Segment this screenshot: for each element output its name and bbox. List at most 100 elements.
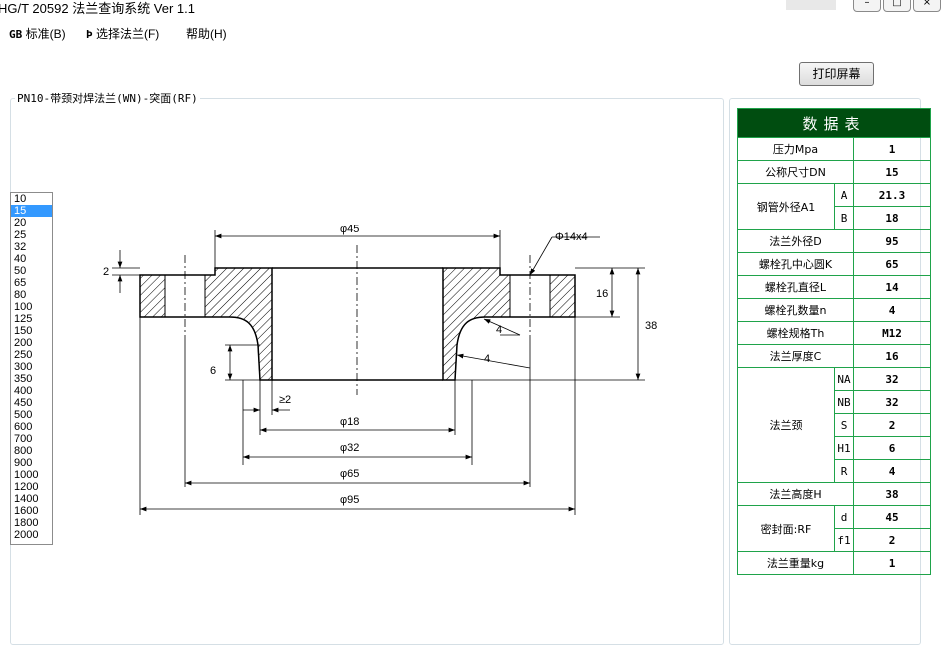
- list-item[interactable]: 1800: [14, 517, 39, 529]
- row-label: 钢管外径A1: [737, 183, 835, 230]
- row-value: 38: [853, 482, 931, 506]
- list-item[interactable]: 1000: [14, 469, 39, 481]
- maximize-button[interactable]: □: [883, 0, 911, 12]
- list-item[interactable]: 125: [14, 313, 33, 325]
- row-label: 螺栓孔中心圆K: [737, 252, 854, 276]
- row-label: 法兰外径D: [737, 229, 854, 253]
- row-value: 4: [853, 298, 931, 322]
- list-item[interactable]: 500: [14, 409, 33, 421]
- window-title: HG/T 20592 法兰查询系统 Ver 1.1: [0, 1, 195, 16]
- row-value: 1: [853, 137, 931, 161]
- row-value: 2: [853, 413, 931, 437]
- list-item[interactable]: 65: [14, 277, 27, 289]
- list-item[interactable]: 2000: [14, 529, 39, 541]
- list-item[interactable]: 1400: [14, 493, 39, 505]
- table-header: 数据表: [737, 108, 931, 138]
- list-item[interactable]: 25: [14, 229, 27, 241]
- dim-d32: φ32: [340, 442, 359, 454]
- list-item[interactable]: 250: [14, 349, 33, 361]
- list-item[interactable]: 900: [14, 457, 33, 469]
- menu-standard[interactable]: GB 标准(B): [9, 25, 66, 42]
- dim-16: 16: [596, 288, 608, 300]
- row-value: M12: [853, 321, 931, 345]
- row-value: 18: [853, 206, 931, 230]
- close-button[interactable]: ×: [913, 0, 941, 12]
- dim-ge2: ≥2: [279, 394, 291, 406]
- row-value: 95: [853, 229, 931, 253]
- list-item[interactable]: 15: [11, 205, 52, 217]
- title-bar: HG/T 20592 法兰查询系统 Ver 1.1 – □ ×: [0, 0, 941, 16]
- row-label: 公称尺寸DN: [737, 160, 854, 184]
- row-value: 15: [853, 160, 931, 184]
- list-item[interactable]: 1600: [14, 505, 39, 517]
- row-value: 21.3: [853, 183, 931, 207]
- row-value: 32: [853, 367, 931, 391]
- list-item[interactable]: 32: [14, 241, 27, 253]
- list-item[interactable]: 450: [14, 397, 33, 409]
- row-sublabel: H1: [834, 436, 854, 460]
- list-item[interactable]: 20: [14, 217, 27, 229]
- row-sublabel: d: [834, 505, 854, 529]
- dim-2: 2: [103, 266, 109, 278]
- list-item[interactable]: 600: [14, 421, 33, 433]
- minimize-button[interactable]: –: [853, 0, 881, 12]
- row-label: 法兰颈: [737, 367, 835, 483]
- dim-d65: φ65: [340, 468, 359, 480]
- list-item[interactable]: 200: [14, 337, 33, 349]
- list-item[interactable]: 800: [14, 445, 33, 457]
- print-screen-button[interactable]: 打印屏幕: [799, 62, 874, 86]
- list-item[interactable]: 350: [14, 373, 33, 385]
- row-sublabel: NB: [834, 390, 854, 414]
- list-item[interactable]: 150: [14, 325, 33, 337]
- list-item[interactable]: 40: [14, 253, 27, 265]
- menu-bar: GB 标准(B) Þ 选择法兰(F) 帮助(H): [0, 22, 941, 44]
- flange-icon: Þ: [86, 28, 93, 41]
- list-item[interactable]: 80: [14, 289, 27, 301]
- row-label: 密封面:RF: [737, 505, 835, 552]
- row-sublabel: A: [834, 183, 854, 207]
- menu-help[interactable]: 帮助(H): [186, 27, 227, 41]
- list-item[interactable]: 10: [14, 193, 27, 205]
- list-item[interactable]: 100: [14, 301, 33, 313]
- row-label: 螺栓孔直径L: [737, 275, 854, 299]
- row-value: 4: [853, 459, 931, 483]
- row-value: 1: [853, 551, 931, 575]
- dim-38: 38: [645, 320, 657, 332]
- row-sublabel: NA: [834, 367, 854, 391]
- row-label: 压力Mpa: [737, 137, 854, 161]
- menu-standard-label: 标准(B): [25, 27, 66, 41]
- dim-4b: 4: [484, 353, 490, 365]
- list-item[interactable]: 700: [14, 433, 33, 445]
- dim-d18: φ18: [340, 416, 359, 428]
- list-item[interactable]: 1200: [14, 481, 39, 493]
- row-label: 法兰高度H: [737, 482, 854, 506]
- list-item[interactable]: 50: [14, 265, 27, 277]
- menu-select-flange-label: 选择法兰(F): [95, 27, 160, 41]
- list-item[interactable]: 300: [14, 361, 33, 373]
- row-value: 32: [853, 390, 931, 414]
- row-value: 65: [853, 252, 931, 276]
- row-value: 2: [853, 528, 931, 552]
- menu-select-flange[interactable]: Þ 选择法兰(F): [86, 25, 159, 42]
- list-item[interactable]: 400: [14, 385, 33, 397]
- row-label: 法兰重量kg: [737, 551, 854, 575]
- dim-d95: φ95: [340, 494, 359, 506]
